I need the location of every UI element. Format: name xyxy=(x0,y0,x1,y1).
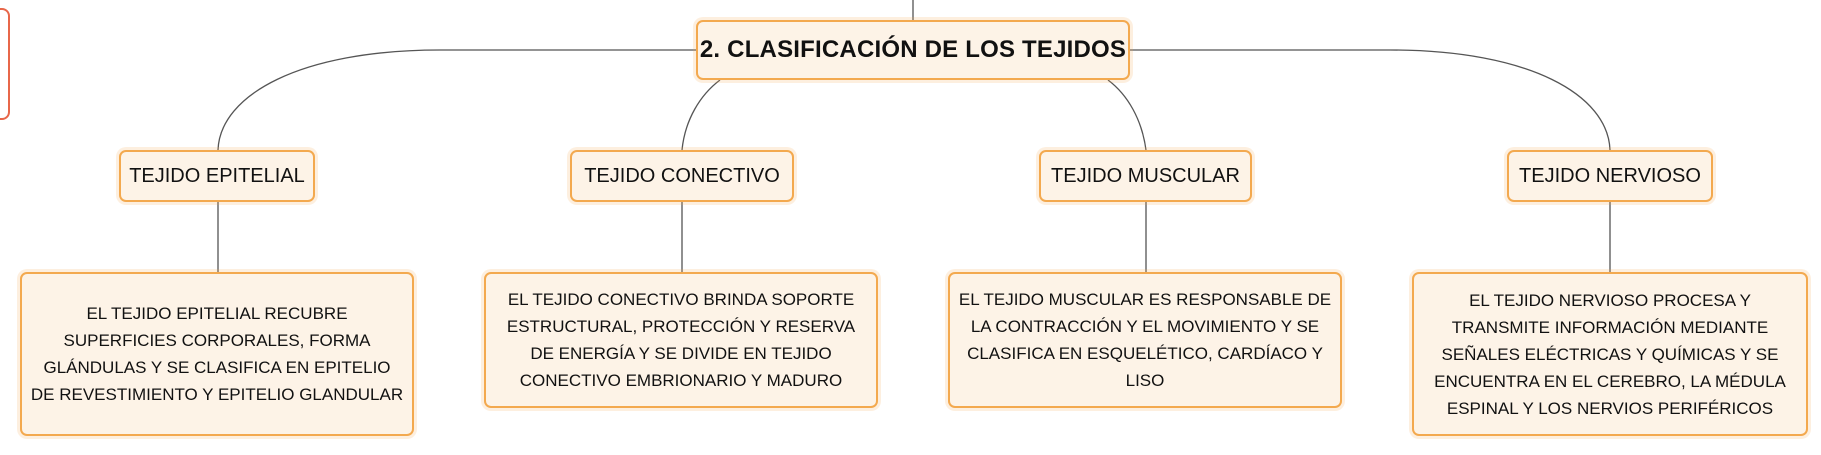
topic-label: TEJIDO MUSCULAR xyxy=(1051,164,1240,187)
description-text: EL TEJIDO MUSCULAR ES RESPONSABLE DE LA … xyxy=(958,290,1332,390)
root-topic[interactable]: 2. CLASIFICACIÓN DE LOS TEJIDOS xyxy=(696,20,1130,80)
topic-tejido-nervioso[interactable]: TEJIDO NERVIOSO xyxy=(1507,150,1713,202)
topic-label: TEJIDO EPITELIAL xyxy=(129,164,305,187)
description-text: EL TEJIDO EPITELIAL RECUBRE SUPERFICIES … xyxy=(30,304,404,404)
description-tejido-muscular[interactable]: EL TEJIDO MUSCULAR ES RESPONSABLE DE LA … xyxy=(948,272,1342,408)
topic-tejido-epitelial[interactable]: TEJIDO EPITELIAL xyxy=(119,150,315,202)
topic-label: TEJIDO NERVIOSO xyxy=(1519,164,1701,187)
description-tejido-epitelial[interactable]: EL TEJIDO EPITELIAL RECUBRE SUPERFICIES … xyxy=(20,272,414,436)
topic-tejido-muscular[interactable]: TEJIDO MUSCULAR xyxy=(1039,150,1252,202)
topic-label: TEJIDO CONECTIVO xyxy=(584,164,780,187)
offscreen-node-edge xyxy=(0,8,10,120)
description-text: EL TEJIDO CONECTIVO BRINDA SOPORTE ESTRU… xyxy=(506,290,856,390)
description-tejido-conectivo[interactable]: EL TEJIDO CONECTIVO BRINDA SOPORTE ESTRU… xyxy=(484,272,878,408)
topic-tejido-conectivo[interactable]: TEJIDO CONECTIVO xyxy=(570,150,794,202)
description-tejido-nervioso[interactable]: EL TEJIDO NERVIOSO PROCESA Y TRANSMITE I… xyxy=(1412,272,1808,436)
description-text: EL TEJIDO NERVIOSO PROCESA Y TRANSMITE I… xyxy=(1434,290,1786,418)
connector-root-muscular xyxy=(1107,79,1147,151)
connector-root-conectivo xyxy=(681,79,721,151)
connector-root-nervioso xyxy=(1130,49,1611,151)
root-topic-label: 2. CLASIFICACIÓN DE LOS TEJIDOS xyxy=(699,36,1127,63)
connector-root-epitelial xyxy=(217,49,696,151)
